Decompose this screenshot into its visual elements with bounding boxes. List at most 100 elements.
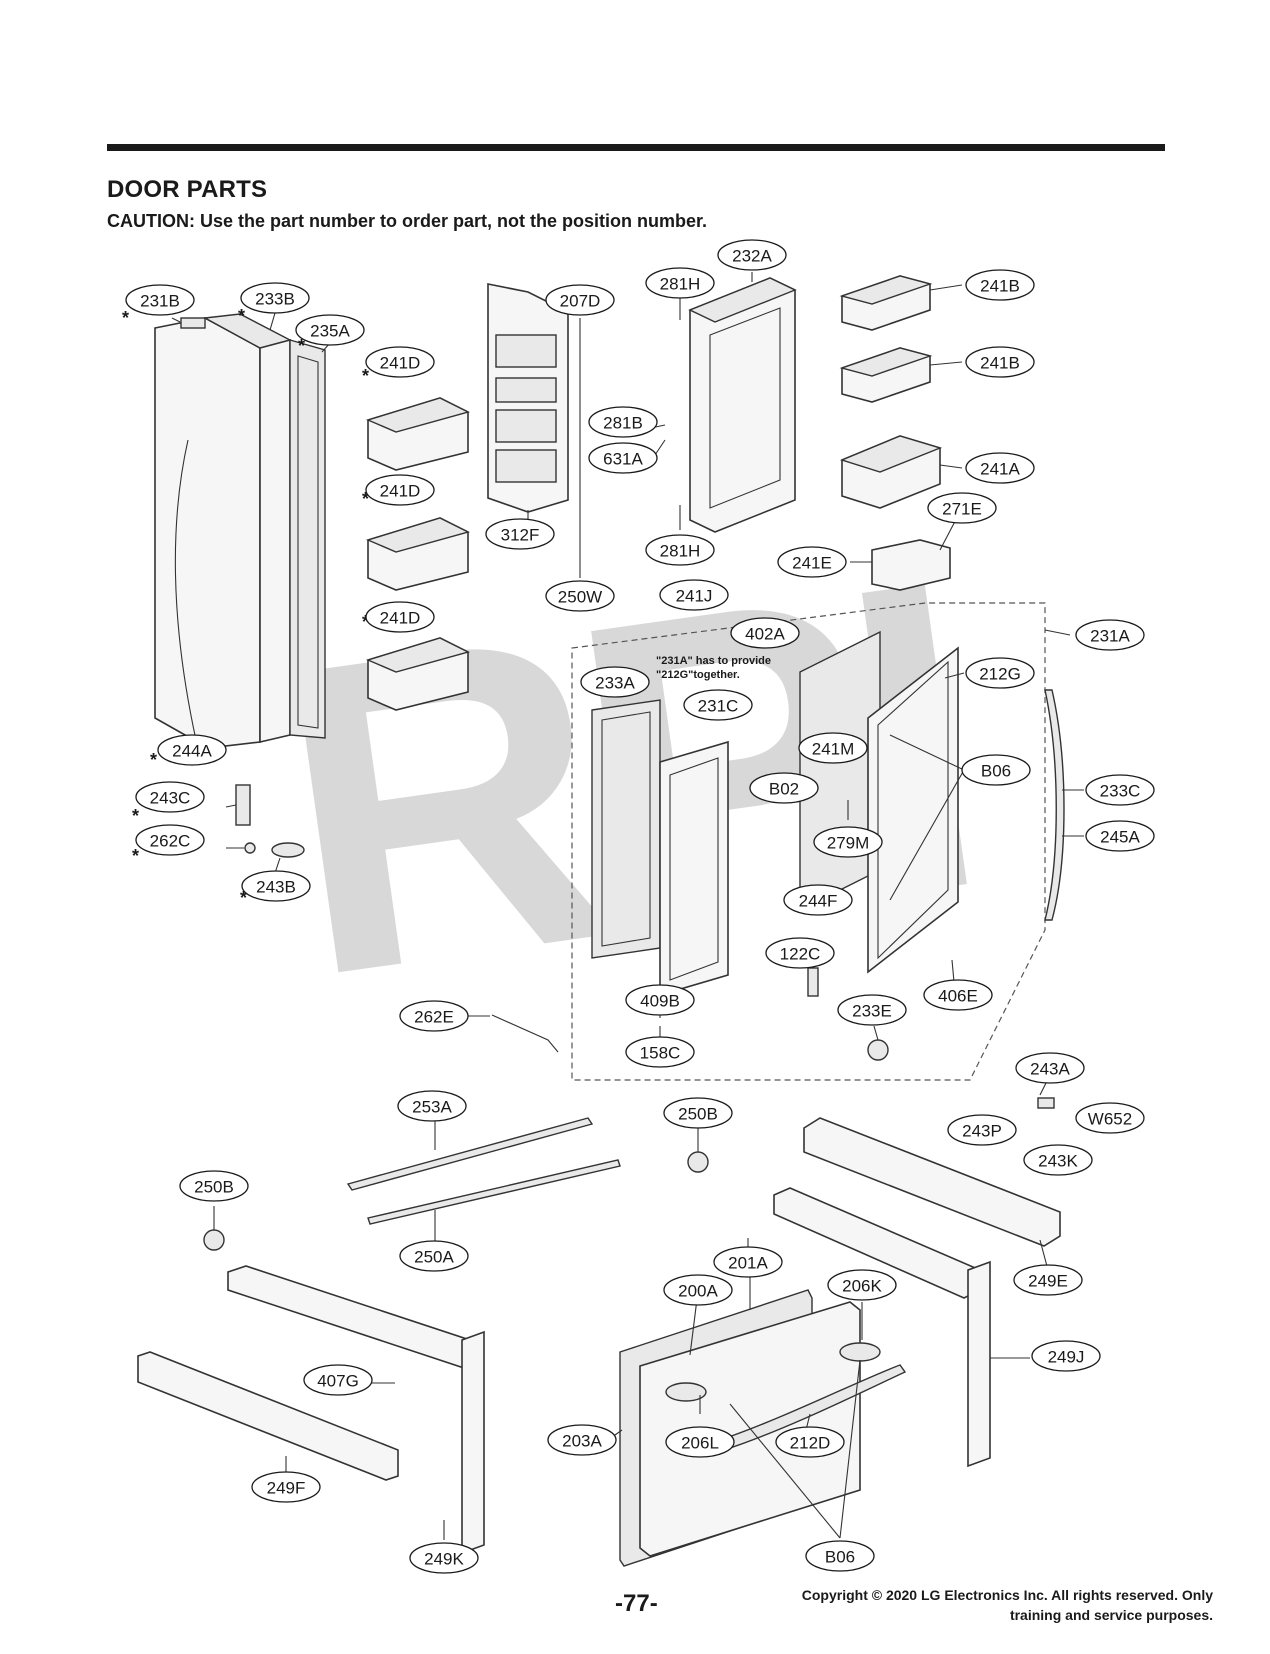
- callout-text: 253A: [412, 1098, 452, 1117]
- callout-244f: 244F: [783, 884, 853, 916]
- svg-text:*: *: [150, 750, 157, 770]
- callout-402a: 402A: [730, 617, 800, 649]
- copyright-notice: Copyright © 2020 LG Electronics Inc. All…: [693, 1585, 1213, 1625]
- callout-oval: [798, 732, 868, 764]
- callout-oval: [749, 772, 819, 804]
- callout-232a: 232A: [717, 239, 787, 271]
- copyright-line-1: Copyright © 2020 LG Electronics Inc. All…: [801, 1587, 1213, 1603]
- callout-oval: [365, 474, 435, 506]
- callout-text: 406E: [938, 987, 978, 1006]
- svg-text:*: *: [362, 612, 369, 632]
- callout-241b: 241B: [965, 269, 1035, 301]
- callout-oval: [717, 239, 787, 271]
- callout-241d: 241D: [365, 474, 435, 506]
- callout-text: 206K: [842, 1277, 882, 1296]
- callout-203a: 203A: [547, 1424, 617, 1456]
- callout-text: 243B: [256, 878, 296, 897]
- callout-oval: [659, 579, 729, 611]
- callout-oval: [240, 282, 310, 314]
- callout-241d: 241D: [365, 601, 435, 633]
- callout-241a: 241A: [965, 452, 1035, 484]
- callout-oval: [965, 346, 1035, 378]
- callout-text: 241B: [980, 354, 1020, 373]
- callout-oval: [251, 1471, 321, 1503]
- callout-text: 241D: [380, 609, 421, 628]
- caution-text: CAUTION: Use the part number to order pa…: [107, 211, 708, 231]
- callout-249f: 249F: [251, 1471, 321, 1503]
- callout-oval: [547, 1424, 617, 1456]
- callout-241e: 241E: [777, 546, 847, 578]
- callout-241d: 241D: [365, 346, 435, 378]
- callout-122c: 122C: [765, 937, 835, 969]
- callout-233e: 233E: [837, 994, 907, 1026]
- callout-406e: 406E: [923, 979, 993, 1011]
- callout-text: 231B: [140, 292, 180, 311]
- callout-text: 271E: [942, 500, 982, 519]
- callout-oval: [665, 1426, 735, 1458]
- callout-212g: 212G: [965, 657, 1035, 689]
- callout-text: 206L: [681, 1434, 719, 1453]
- callout-249j: 249J: [1031, 1340, 1101, 1372]
- svg-text:*: *: [132, 846, 139, 866]
- callout-text: 207D: [560, 292, 601, 311]
- callout-text: 279M: [827, 834, 870, 853]
- callout-oval: [545, 284, 615, 316]
- callout-text: 233C: [1100, 782, 1141, 801]
- callout-oval: [965, 269, 1035, 301]
- callout-oval: [730, 617, 800, 649]
- callout-oval: [683, 689, 753, 721]
- callout-631a: 631A: [588, 442, 658, 474]
- note-line-2: "212G"together.: [656, 669, 740, 681]
- callout-text: 241D: [380, 354, 421, 373]
- callout-text: W652: [1088, 1110, 1132, 1129]
- callout-text: 243C: [150, 789, 191, 808]
- callout-oval: [303, 1364, 373, 1396]
- page-number: -77-: [615, 1590, 658, 1617]
- callout-250b: 250B: [663, 1097, 733, 1129]
- callout-oval: [1013, 1264, 1083, 1296]
- callout-281h: 281H: [645, 534, 715, 566]
- callout-241m: 241M: [798, 732, 868, 764]
- callout-oval: [125, 284, 195, 316]
- callout-oval: [1085, 774, 1155, 806]
- callout-245a: 245A: [1085, 820, 1155, 852]
- assembly-note: "231A" has to provide "212G"together.: [656, 654, 771, 682]
- callout-text: 212G: [979, 665, 1021, 684]
- drawer-rails: [137, 1117, 1061, 1555]
- callout-oval: [837, 994, 907, 1026]
- callout-oval: [625, 1036, 695, 1068]
- note-line-1: "231A" has to provide: [656, 655, 771, 667]
- door-bins-right: [839, 275, 951, 591]
- callout-250w: 250W: [545, 580, 615, 612]
- callout-212d: 212D: [775, 1426, 845, 1458]
- callout-oval: [947, 1114, 1017, 1146]
- callout-oval: [805, 1540, 875, 1572]
- callout-oval: [813, 826, 883, 858]
- callout-oval: [965, 452, 1035, 484]
- callout-233c: 233C: [1085, 774, 1155, 806]
- callout-200a: 200A: [663, 1274, 733, 1306]
- callout-281h: 281H: [645, 267, 715, 299]
- callout-oval: [777, 546, 847, 578]
- callout-oval: [179, 1170, 249, 1202]
- callout-oval: [663, 1097, 733, 1129]
- callout-oval: [1075, 619, 1145, 651]
- callout-text: B06: [981, 762, 1011, 781]
- callout-w652: W652: [1075, 1102, 1145, 1134]
- callout-oval: [135, 781, 205, 813]
- callout-text: 244F: [799, 892, 838, 911]
- callout-oval: [927, 492, 997, 524]
- callout-243a: 243A: [1015, 1052, 1085, 1084]
- callout-oval: [365, 346, 435, 378]
- callout-text: 250B: [678, 1105, 718, 1124]
- callout-text: 241A: [980, 460, 1020, 479]
- callout-oval: [713, 1246, 783, 1278]
- callout-oval: [783, 884, 853, 916]
- callout-text: 243A: [1030, 1060, 1070, 1079]
- callout-407g: 407G: [303, 1364, 373, 1396]
- callout-text: 409B: [640, 992, 680, 1011]
- copyright-line-2: training and service purposes.: [1009, 1607, 1213, 1623]
- callout-text: 212D: [790, 1434, 831, 1453]
- callout-253a: 253A: [397, 1090, 467, 1122]
